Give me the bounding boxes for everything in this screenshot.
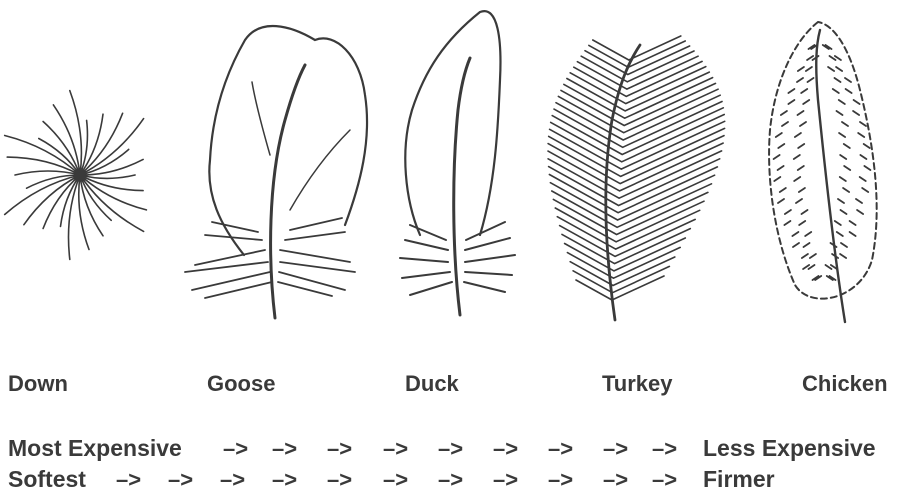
turkey-feather-icon — [548, 36, 725, 320]
price-scale-end: Less Expensive — [703, 437, 876, 460]
scale-arrow: –> — [272, 469, 297, 491]
down-feather-icon — [5, 91, 147, 260]
scale-arrow: –> — [383, 438, 408, 460]
feather-label-goose: Goose — [207, 373, 275, 395]
feather-illustrations — [0, 0, 909, 340]
feather-label-chicken: Chicken — [802, 373, 888, 395]
scale-arrow: –> — [493, 469, 518, 491]
chicken-feather-icon — [769, 22, 877, 322]
goose-feather-icon — [185, 26, 367, 318]
scale-arrow: –> — [438, 469, 463, 491]
scale-arrow: –> — [383, 469, 408, 491]
scale-arrow: –> — [603, 469, 628, 491]
scale-arrow: –> — [548, 469, 573, 491]
feather-label-duck: Duck — [405, 373, 459, 395]
scale-arrow: –> — [327, 438, 352, 460]
scale-arrow: –> — [272, 438, 297, 460]
price-scale-start: Most Expensive — [8, 437, 182, 460]
scale-arrow: –> — [223, 438, 248, 460]
scale-arrow: –> — [327, 469, 352, 491]
softness-scale-start: Softest — [8, 468, 86, 491]
scale-arrow: –> — [652, 469, 677, 491]
scale-arrow: –> — [493, 438, 518, 460]
scale-arrow: –> — [220, 469, 245, 491]
feather-label-down: Down — [8, 373, 68, 395]
scale-arrow: –> — [438, 438, 463, 460]
scale-arrow: –> — [548, 438, 573, 460]
scale-arrow: –> — [116, 469, 141, 491]
scale-arrow: –> — [168, 469, 193, 491]
duck-feather-icon — [400, 11, 515, 315]
softness-scale-end: Firmer — [703, 468, 775, 491]
feather-label-turkey: Turkey — [602, 373, 673, 395]
scale-arrow: –> — [652, 438, 677, 460]
scale-arrow: –> — [603, 438, 628, 460]
